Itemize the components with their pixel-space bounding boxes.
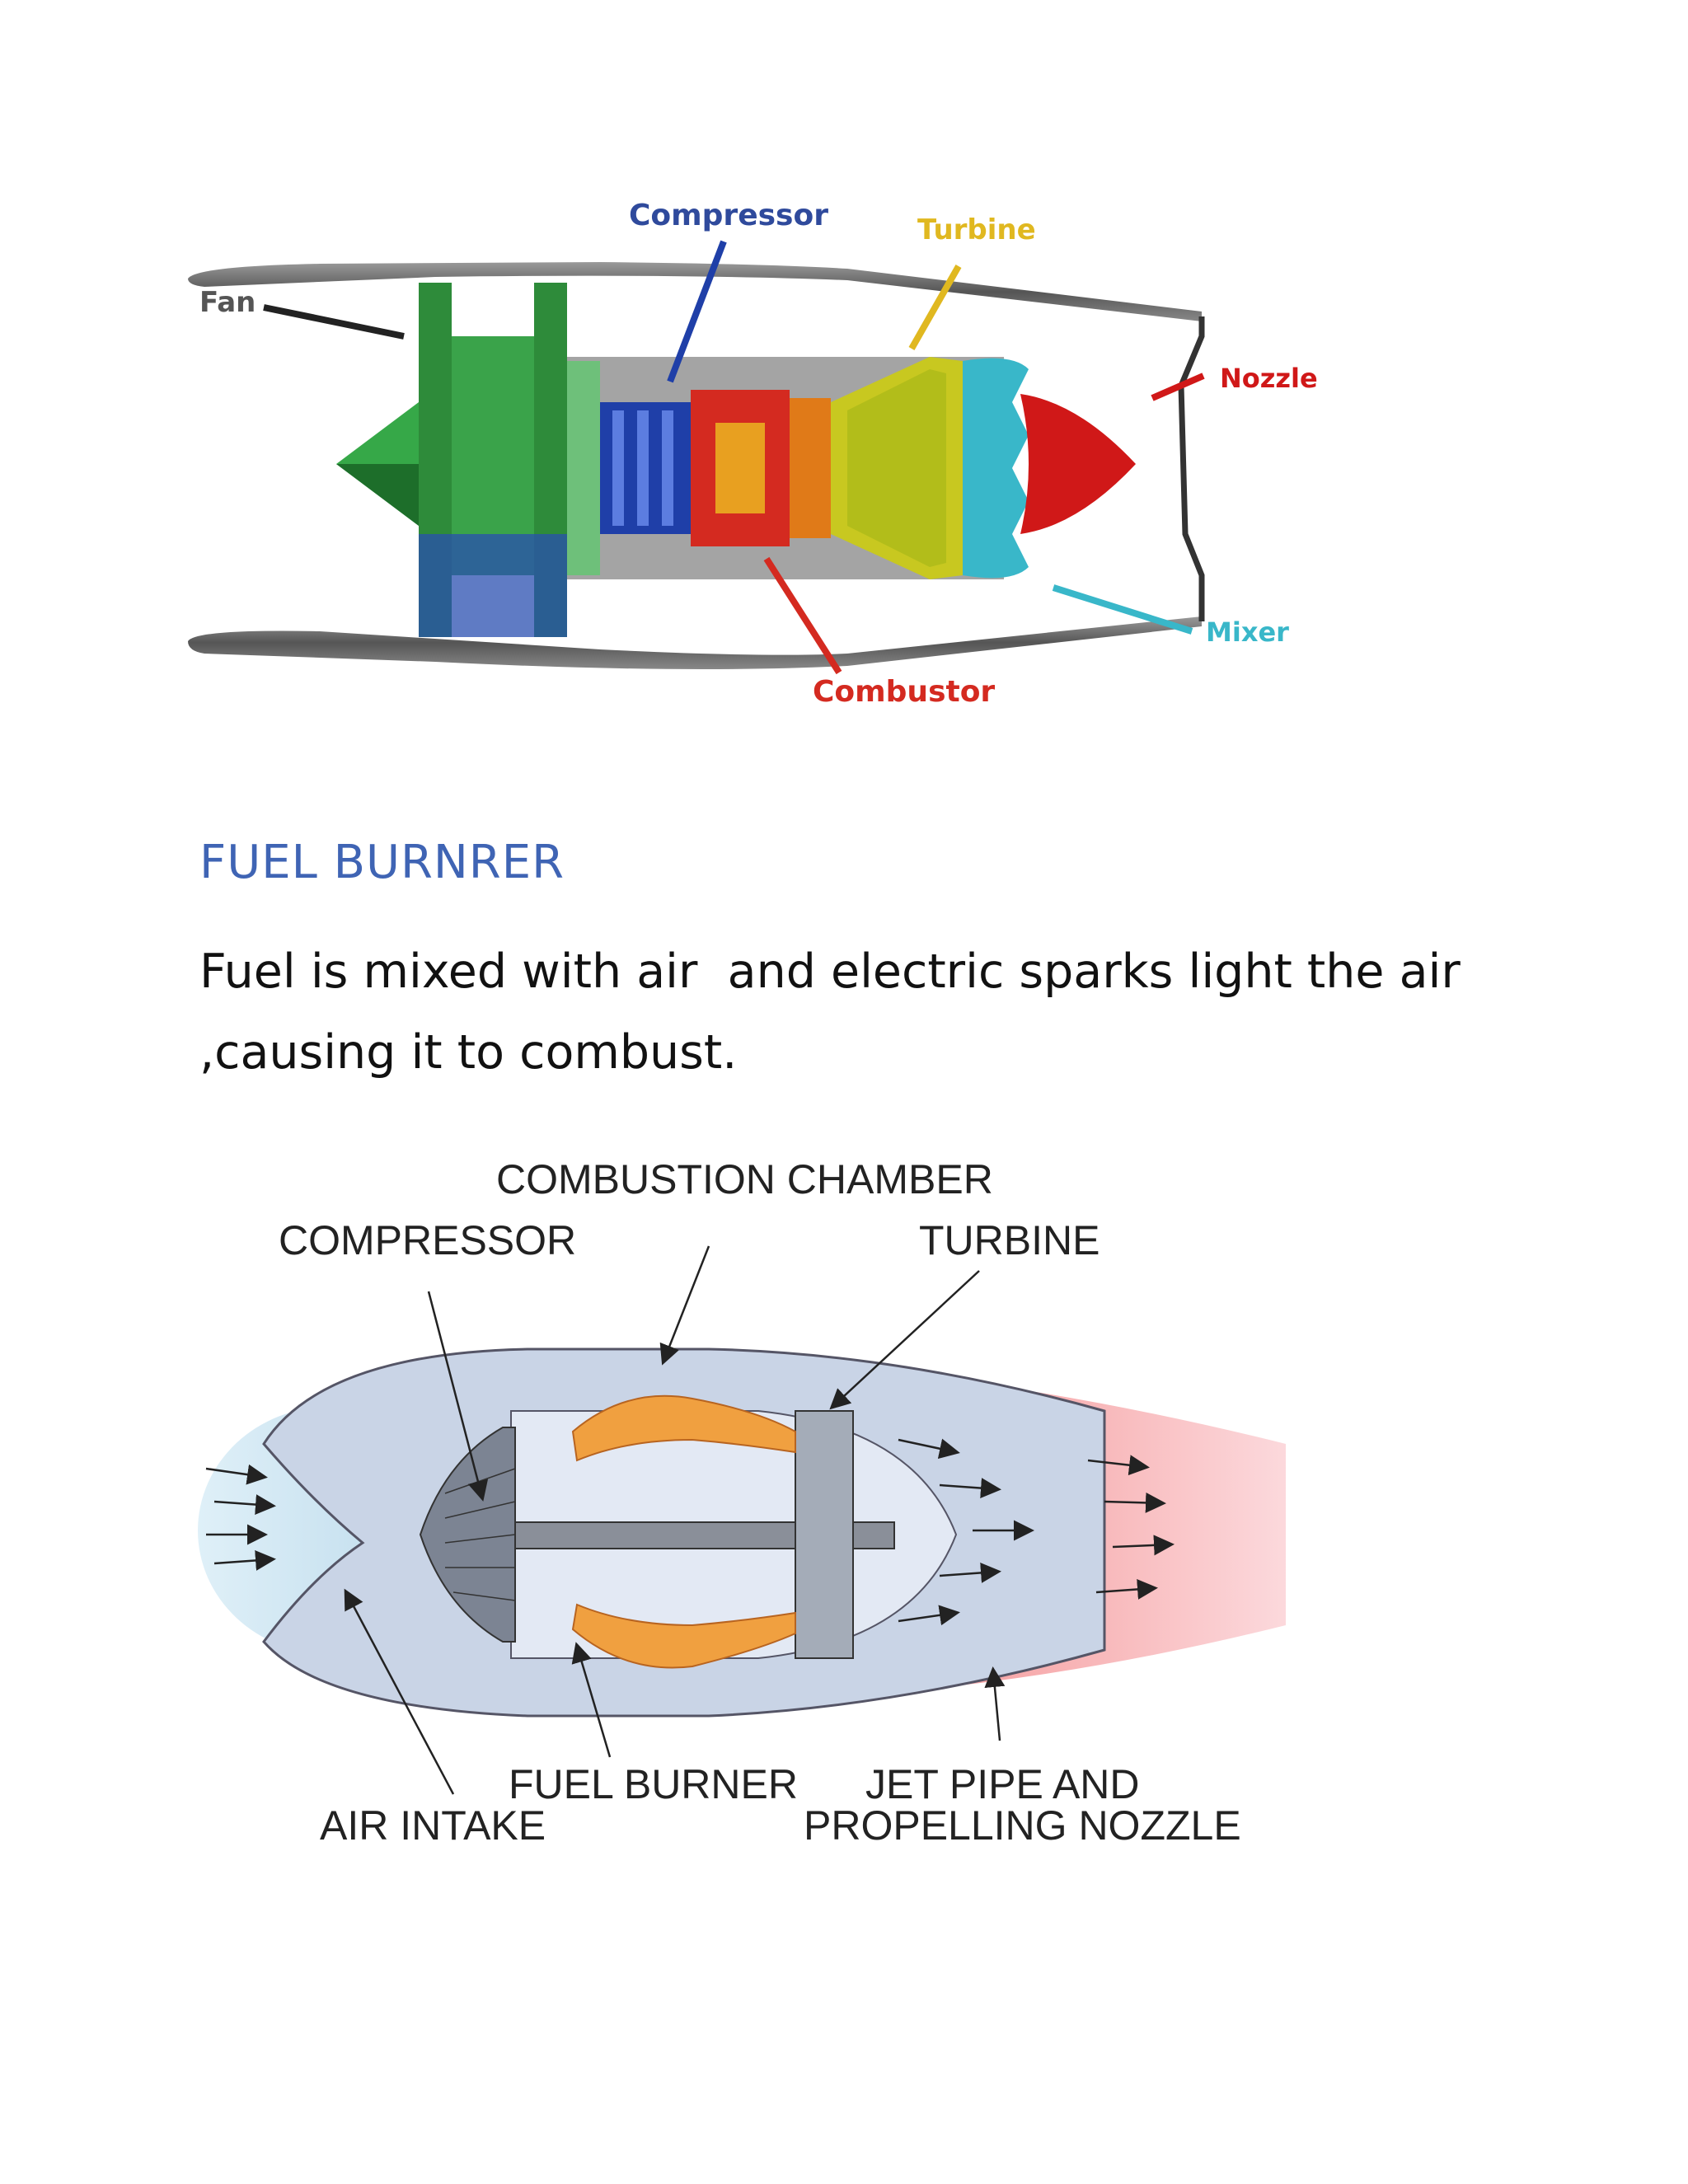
nozzle-cone [1020,394,1136,534]
turbojet-engine-diagram: COMBUSTION CHAMBER COMPRESSOR TURBINE FU… [198,1156,1286,1849]
body-line-1: Fuel is mixed with air and electric spar… [199,944,1461,999]
label-combustion-chamber: COMBUSTION CHAMBER [496,1156,993,1202]
lower-flame [571,1603,796,1669]
label-air-intake: AIR INTAKE [320,1802,546,1849]
diagram1-leaders [263,240,1205,675]
turbofan-engine-diagram: Fan Compressor Turbine Nozzle Mixer Comb… [188,199,1318,709]
airflow-arrows [205,1438,1175,1626]
label-compressor: Compressor [629,199,828,232]
fan-assembly [336,283,600,637]
nozzle-outline [1178,316,1205,621]
label-turbine: Turbine [917,213,1036,246]
section-heading: FUEL BURNRER [199,836,565,889]
lower-casing [188,616,1202,669]
label-fuel-burner: FUEL BURNER [509,1761,798,1807]
body-line-2: ,causing it to combust. [199,1025,738,1080]
label-jet-pipe-line1: JET PIPE AND [865,1761,1140,1807]
label-combustor: Combustor [813,675,995,709]
label-mixer: Mixer [1206,616,1289,648]
upper-flame [571,1394,796,1462]
mixer-section [963,358,1029,579]
label-fan: Fan [199,286,256,319]
label-compressor: COMPRESSOR [279,1217,576,1263]
label-jet-pipe-line2: PROPELLING NOZZLE [804,1802,1241,1849]
label-nozzle: Nozzle [1220,363,1318,394]
upper-casing [188,262,1202,321]
turbine-section [831,357,963,579]
compressor-section [600,402,691,534]
label-turbine: TURBINE [919,1217,1100,1263]
body-paragraph: Fuel is mixed with air and electric spar… [199,931,1485,1093]
diagram2-leaders [344,1245,1006,1795]
combustor-section [691,390,831,546]
turbine-disc [795,1410,854,1659]
